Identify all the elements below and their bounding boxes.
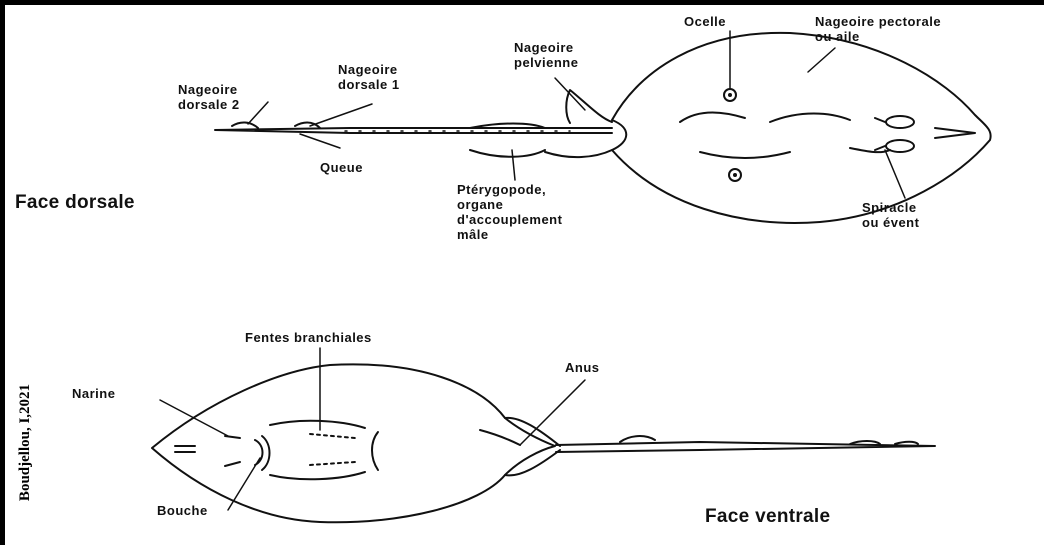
- label-pterygopode: Ptérygopode, organe d'accouplement mâle: [457, 182, 562, 242]
- label-anus: Anus: [565, 360, 600, 375]
- credit-text: Boudjellou, I,2021: [17, 370, 34, 515]
- label-queue: Queue: [320, 160, 363, 175]
- label-narine: Narine: [72, 386, 115, 401]
- label-nageoire-pelvienne: Nageoire pelvienne: [514, 40, 578, 70]
- label-fentes-branchiales: Fentes branchiales: [245, 330, 372, 345]
- label-nageoire-pectorale: Nageoire pectorale ou aile: [815, 14, 941, 44]
- label-nageoire-dorsale-2: Nageoire dorsale 2: [178, 82, 240, 112]
- label-ocelle: Ocelle: [684, 14, 726, 29]
- label-spiracle: Spiracle ou évent: [862, 200, 919, 230]
- dorsal-ray-outline: [215, 33, 991, 223]
- ventral-ray-outline: [152, 364, 935, 522]
- title-face-dorsale: Face dorsale: [15, 192, 135, 214]
- label-bouche: Bouche: [157, 503, 208, 518]
- title-face-ventrale: Face ventrale: [705, 506, 830, 528]
- label-nageoire-dorsale-1: Nageoire dorsale 1: [338, 62, 400, 92]
